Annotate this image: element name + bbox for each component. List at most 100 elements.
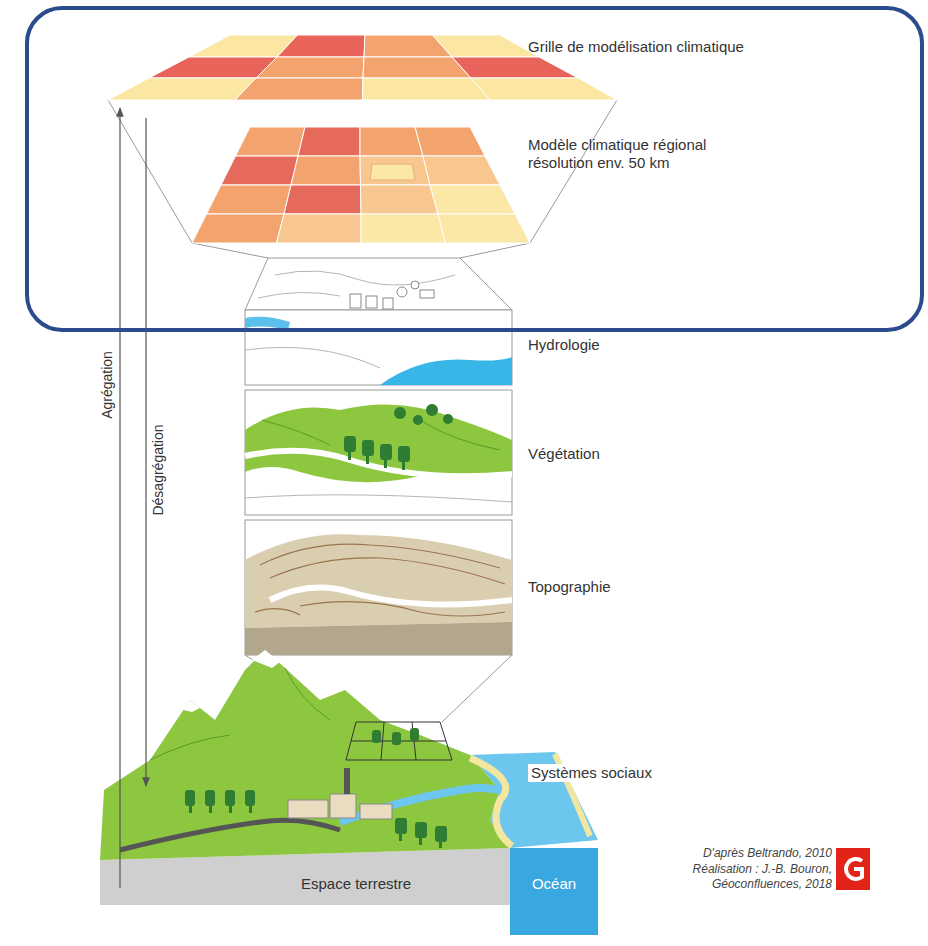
landscape-part-part (185, 790, 195, 806)
landscape-part-part (415, 822, 427, 838)
layer-label: Grille de modélisation climatique (528, 38, 744, 56)
projection-lines-part (530, 100, 617, 243)
climate-grid-part (471, 78, 617, 100)
regional-grid-part (221, 156, 298, 185)
landscape (100, 650, 598, 935)
vegetation-layer-part-part (384, 460, 387, 468)
climate-grid-part (433, 35, 540, 57)
landscape-part-part (346, 722, 452, 760)
hydrology-layer-part (350, 294, 361, 308)
regional-grid-part (361, 214, 446, 243)
landscape-part-part (410, 728, 419, 741)
vegetation-layer-part-part (362, 440, 374, 456)
projection-lines (108, 100, 617, 722)
regional-grid-part (370, 164, 415, 180)
vegetation-layer-part (245, 495, 512, 502)
landscape-part (252, 650, 280, 668)
vegetation-layer-part (262, 420, 330, 445)
regional-grid-part (430, 185, 515, 214)
scale-arrows (120, 108, 146, 888)
hydrology-layer (245, 258, 512, 385)
scale-arrows-part (119, 108, 120, 888)
climate-grid-part (235, 78, 363, 100)
hydrology-layer-part (245, 258, 512, 310)
hydrology-layer-part (420, 290, 434, 298)
landscape-part-part (245, 790, 255, 806)
layer-label: Végétation (528, 445, 600, 463)
regional-grid-part (360, 127, 423, 156)
regional-grid-part (284, 185, 361, 214)
climate-grid-part (277, 35, 365, 57)
landscape-part (185, 728, 447, 848)
area-label: Espace terrestre (301, 875, 411, 893)
projection-lines-part (442, 655, 512, 722)
hydrology-layer-part (366, 296, 377, 308)
landscape-part-part (399, 834, 402, 841)
landscape-part-part (288, 800, 328, 818)
landscape-part (340, 788, 500, 822)
regional-grid-part (207, 185, 292, 214)
vegetation-layer-part-part (366, 456, 369, 464)
regional-grid-part (236, 127, 306, 156)
vegetation-layer-part-part (413, 415, 423, 425)
landscape-part-part (395, 818, 407, 834)
vegetation-layer (245, 390, 512, 515)
landscape-part-part (189, 806, 192, 813)
landscape-part (344, 768, 350, 794)
area-label: Océan (532, 875, 576, 893)
regional-grid-part (277, 214, 362, 243)
hydrology-layer-part (245, 347, 380, 368)
landscape-part-part (360, 804, 392, 819)
hydrology-layer-part (411, 281, 419, 289)
topography-layer-part (245, 622, 512, 655)
topography-layer-part-part (260, 544, 500, 568)
landscape-part-part (439, 842, 442, 848)
landscape-part (183, 700, 200, 712)
vegetation-layer-part-part (394, 407, 406, 419)
hydrology-layer-part (380, 357, 512, 385)
vegetation-layer-part (245, 451, 512, 476)
landscape-part-part (392, 732, 401, 745)
highlight-frame (27, 8, 922, 330)
layer-label: Modèle climatique régional résolution en… (528, 136, 743, 172)
landscape-part-part (249, 806, 252, 813)
landscape-part (288, 794, 392, 819)
regional-grid-part (192, 214, 284, 243)
hydrology-layer-part (245, 310, 512, 385)
landscape-part-part (372, 730, 381, 743)
regional-grid-part (423, 156, 500, 185)
landscape-part (120, 820, 340, 850)
climate-grid-part (363, 78, 491, 100)
vegetation-layer-part (245, 404, 512, 482)
hydrology-layer-part (275, 271, 455, 285)
projection-lines-part (460, 243, 530, 258)
climate-grid-part (452, 57, 578, 78)
climate-grid-part (256, 57, 364, 78)
vegetation-layer-part (245, 390, 512, 515)
landscape-part-part (205, 790, 215, 806)
landscape-part-part (419, 838, 422, 845)
vegetation-layer-part (344, 404, 453, 470)
landscape-part (510, 848, 598, 935)
vegetation-layer-part-part (443, 414, 453, 424)
regional-grid-part (360, 156, 430, 185)
landscape-part-part (229, 806, 232, 813)
vegetation-layer-part-part (344, 436, 356, 452)
arrow-label: Agrégation (99, 351, 116, 419)
vegetation-layer-part-part (398, 446, 410, 462)
credit-note: Réalisation : J.-B. Bouron, Géoconfluenc… (667, 862, 832, 892)
landscape-part-part (435, 826, 447, 842)
projection-lines-part (192, 243, 268, 258)
hydrology-layer-part (397, 287, 407, 297)
layer-label: Hydrologie (528, 336, 600, 354)
regional-grid-part (291, 156, 361, 185)
landscape-part (100, 650, 510, 860)
climate-grid-part (108, 78, 256, 100)
climate-grid-part (149, 57, 277, 78)
scale-arrows-part (145, 118, 146, 786)
layer-label: Systèmes sociaux (528, 764, 655, 782)
topography-layer-part (245, 534, 512, 628)
topography-layer-part (245, 520, 512, 655)
